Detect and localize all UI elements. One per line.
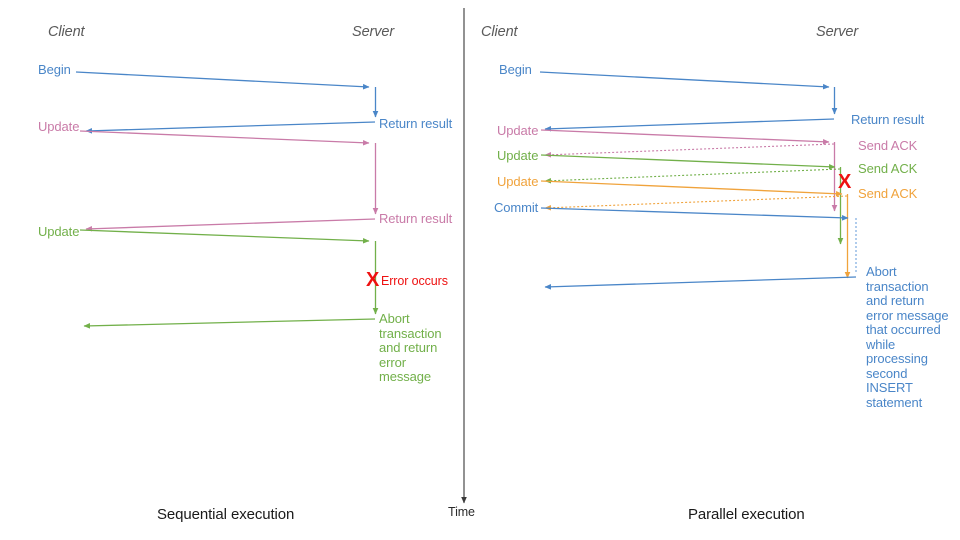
arrow-update1-request [79,130,370,146]
right-message-update-2: Update [497,148,539,163]
left-message-update-1: Update [38,119,80,134]
right-message-begin: Begin [499,62,532,77]
right-message-commit: Commit [494,200,539,215]
arrow-update-green-request [540,154,836,170]
right-panel-caption: Parallel execution [688,506,805,523]
arrow-begin-request-r [539,71,830,90]
right-server-ack-2: Send ACK [858,161,918,176]
right-error-x-icon: X [838,171,852,193]
arrow-return-result-1 [85,121,376,134]
arrow-update2-request [79,229,370,244]
arrow-return-result-r [544,118,835,132]
right-actor-server: Server [816,24,859,40]
arrow-update-pink-request [540,129,830,145]
arrow-return-result-2 [85,218,376,232]
left-message-begin: Begin [38,62,71,77]
left-panel-arrows [75,71,379,329]
left-panel-caption: Sequential execution [157,506,295,523]
left-error-label: Error occurs [381,274,448,288]
right-message-update-3: Update [497,174,539,189]
left-error-x-icon: X [366,269,380,291]
arrow-commit-request [540,207,849,221]
right-actor-client: Client [481,24,518,40]
arrow-abort-response [83,318,376,329]
right-server-return-result: Return result [851,112,925,127]
arrow-ack-orange [544,195,848,211]
arrow-begin-request [75,71,370,90]
left-server-return-result-1: Return result [379,116,453,131]
time-axis-label: Time [448,505,475,519]
arrow-abort-response-r [544,276,857,290]
arrow-update-orange-request [540,180,843,197]
arrow-ack-green [544,168,841,184]
left-actor-server: Server [352,24,395,40]
left-actor-client: Client [48,24,85,40]
left-server-abort-message: Abort transaction and return error messa… [379,311,442,384]
arrow-ack-pink [544,143,835,158]
right-server-ack-1: Send ACK [858,138,918,153]
left-message-update-2: Update [38,224,80,239]
right-server-abort-message: Abort transaction and return error messa… [866,264,949,410]
left-server-return-result-2: Return result [379,211,453,226]
right-server-ack-3: Send ACK [858,186,918,201]
right-message-update-1: Update [497,123,539,138]
right-panel-arrows [539,71,857,290]
